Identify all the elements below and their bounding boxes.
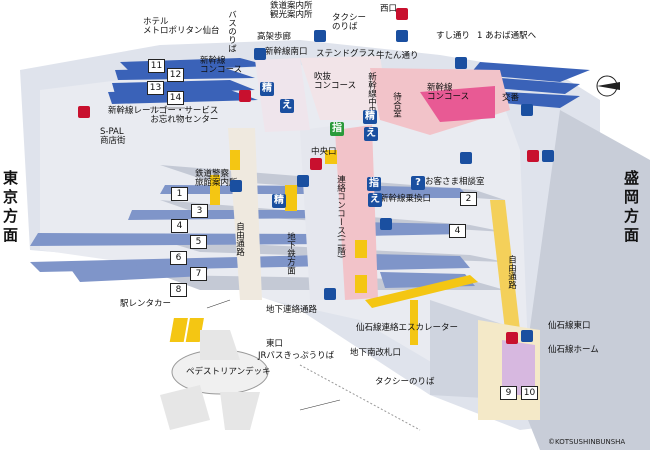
label-jiyu-right: 自由通路 bbox=[506, 255, 517, 289]
copyright: ©KOTSUSHINBUNSHA bbox=[548, 438, 626, 446]
platform-8: 8 bbox=[170, 283, 187, 297]
parking-icon-3 bbox=[230, 180, 242, 192]
travel-center-tag-3: え bbox=[368, 193, 382, 207]
label-chika-renraku: 地下連絡通路 bbox=[266, 305, 318, 315]
parking-icon bbox=[254, 48, 266, 60]
label-customer: お客さま相談室 bbox=[425, 177, 485, 187]
label-shinkansen-norikae: 新幹線乗換口 bbox=[380, 194, 432, 204]
platform-3: 3 bbox=[191, 204, 208, 218]
label-shinkansen-chuo: 新幹線中央口 bbox=[366, 72, 377, 123]
travel-center-tag-2: え bbox=[364, 127, 378, 141]
platform-2: 2 bbox=[460, 192, 477, 206]
label-taxi-bottom: タクシーのりば bbox=[375, 377, 435, 387]
parking-icon-4 bbox=[324, 288, 336, 300]
label-stained-glass: ステンドグラス bbox=[316, 49, 376, 59]
platform-10: 10 bbox=[521, 386, 538, 400]
renraku-concourse bbox=[335, 125, 378, 300]
jiyu-tsuro-left bbox=[228, 128, 262, 300]
platform-1: 1 bbox=[171, 187, 188, 201]
accessibility-icon bbox=[542, 150, 554, 162]
label-koban: 交番 bbox=[502, 93, 520, 103]
pedestrian-deck bbox=[160, 330, 269, 430]
police-box-icon bbox=[521, 104, 533, 116]
north-arrow-icon bbox=[596, 75, 620, 97]
toilet-icon-senseki bbox=[506, 332, 518, 344]
label-spal: S-PAL 商店街 bbox=[100, 127, 126, 146]
label-senseki-escalator: 仙石線連絡エスカレーター bbox=[356, 323, 459, 333]
label-jiyu-left: 自由通路 bbox=[234, 222, 245, 256]
building-inner bbox=[40, 65, 530, 400]
travel-center-tag: え bbox=[280, 99, 294, 113]
label-senseki-higashi: 仙石線東口 bbox=[548, 321, 591, 331]
label-shinkansen-minami: 新幹線南口 bbox=[265, 47, 308, 57]
concourse-left bbox=[255, 58, 310, 132]
platform-4b: 4 bbox=[449, 224, 466, 238]
toilet-icon-east bbox=[460, 152, 472, 164]
label-aoba: 1 あおば通駅へ bbox=[477, 31, 537, 41]
fukinuke-concourse bbox=[300, 56, 390, 120]
taxi-icon bbox=[314, 30, 326, 42]
toilet-icon-rail bbox=[78, 106, 90, 118]
platform-11: 11 bbox=[148, 59, 165, 73]
platform-4a: 4 bbox=[171, 219, 188, 233]
label-taxi-top: タクシー のりば bbox=[332, 13, 367, 32]
toilet-icon-left bbox=[239, 90, 251, 102]
platform-6: 6 bbox=[170, 251, 187, 265]
label-higashiguchi: 東口 bbox=[266, 339, 284, 349]
label-fukinuke: 吹抜 コンコース bbox=[314, 72, 357, 91]
parking-icon-5 bbox=[521, 330, 533, 342]
info-tag: ? bbox=[411, 176, 425, 190]
jiyu-tsuro-right bbox=[490, 200, 520, 330]
toilet-icon-top bbox=[396, 8, 408, 20]
waiting-room bbox=[420, 86, 495, 122]
label-pedestrian-deck: ペデストリアンデッキ bbox=[186, 367, 271, 377]
toilet-icon-center bbox=[310, 158, 322, 170]
parking-icon-2 bbox=[455, 57, 467, 69]
label-chuoguchi: 中央口 bbox=[311, 147, 337, 157]
label-renraku-concourse: 連絡コンコース(二階) bbox=[335, 175, 346, 259]
direction-morioka: 盛岡方面 bbox=[622, 170, 640, 246]
ticket-office-tag: 精 bbox=[260, 82, 274, 96]
label-chika-minami: 地下南改札口 bbox=[350, 348, 402, 358]
label-jr-bus: JRバスきっぷうりば bbox=[258, 351, 335, 361]
label-senseki-home: 仙石線ホーム bbox=[548, 345, 599, 355]
ticket-office-tag-2: 精 bbox=[363, 110, 377, 124]
label-bus-pool: バスのりば bbox=[226, 10, 237, 53]
leader-lines bbox=[150, 107, 341, 411]
toilet-icon-mid bbox=[380, 218, 392, 230]
label-machiaishitsu: 待合室 bbox=[391, 92, 402, 118]
label-eki-rentacar: 駅レンタカー bbox=[120, 299, 172, 309]
platform-12: 12 bbox=[167, 68, 184, 82]
taxi-line bbox=[299, 364, 421, 431]
platform-5: 5 bbox=[190, 235, 207, 249]
platform-7: 7 bbox=[190, 267, 207, 281]
label-shinkansen-concourse-left: 新幹線 コンコース bbox=[200, 56, 243, 75]
label-koka-hodo: 高架歩廊 bbox=[257, 32, 292, 42]
platform-13: 13 bbox=[147, 81, 164, 95]
reserved-seat-tag: 指 bbox=[330, 122, 344, 136]
platform-9: 9 bbox=[500, 386, 517, 400]
label-nishiguchi: 西口 bbox=[380, 4, 398, 14]
stairs bbox=[169, 150, 418, 345]
label-hotel: ホテル メトロポリタン仙台 bbox=[143, 17, 220, 36]
direction-tokyo: 東京方面 bbox=[1, 170, 19, 246]
senseki-escalator bbox=[365, 275, 478, 308]
label-gyutan: 牛たん通り bbox=[376, 51, 419, 61]
platform-14: 14 bbox=[167, 91, 184, 105]
reserved-seat-tag-2: 指 bbox=[367, 177, 381, 191]
toilet-icon-west bbox=[297, 175, 309, 187]
label-chika-tetsu: 地下鉄方面 bbox=[285, 232, 296, 275]
toilet-icon-top-2 bbox=[396, 30, 408, 42]
label-rail-service: 新幹線レールゴー・サービス お忘れ物センター bbox=[108, 106, 219, 125]
ticket-office-tag-3: 精 bbox=[272, 194, 286, 208]
label-tetsudo-keisatsu: 鉄道警察 旅館案内所 bbox=[195, 169, 238, 188]
east-wall bbox=[520, 110, 650, 450]
label-sushi: すし通り bbox=[436, 31, 471, 41]
label-tetsudo-annai: 鉄道案内所 観光案内所 bbox=[270, 1, 313, 20]
label-shinkansen-concourse-right: 新幹線 コンコース bbox=[427, 83, 470, 102]
toilet-icon-right bbox=[527, 150, 539, 162]
